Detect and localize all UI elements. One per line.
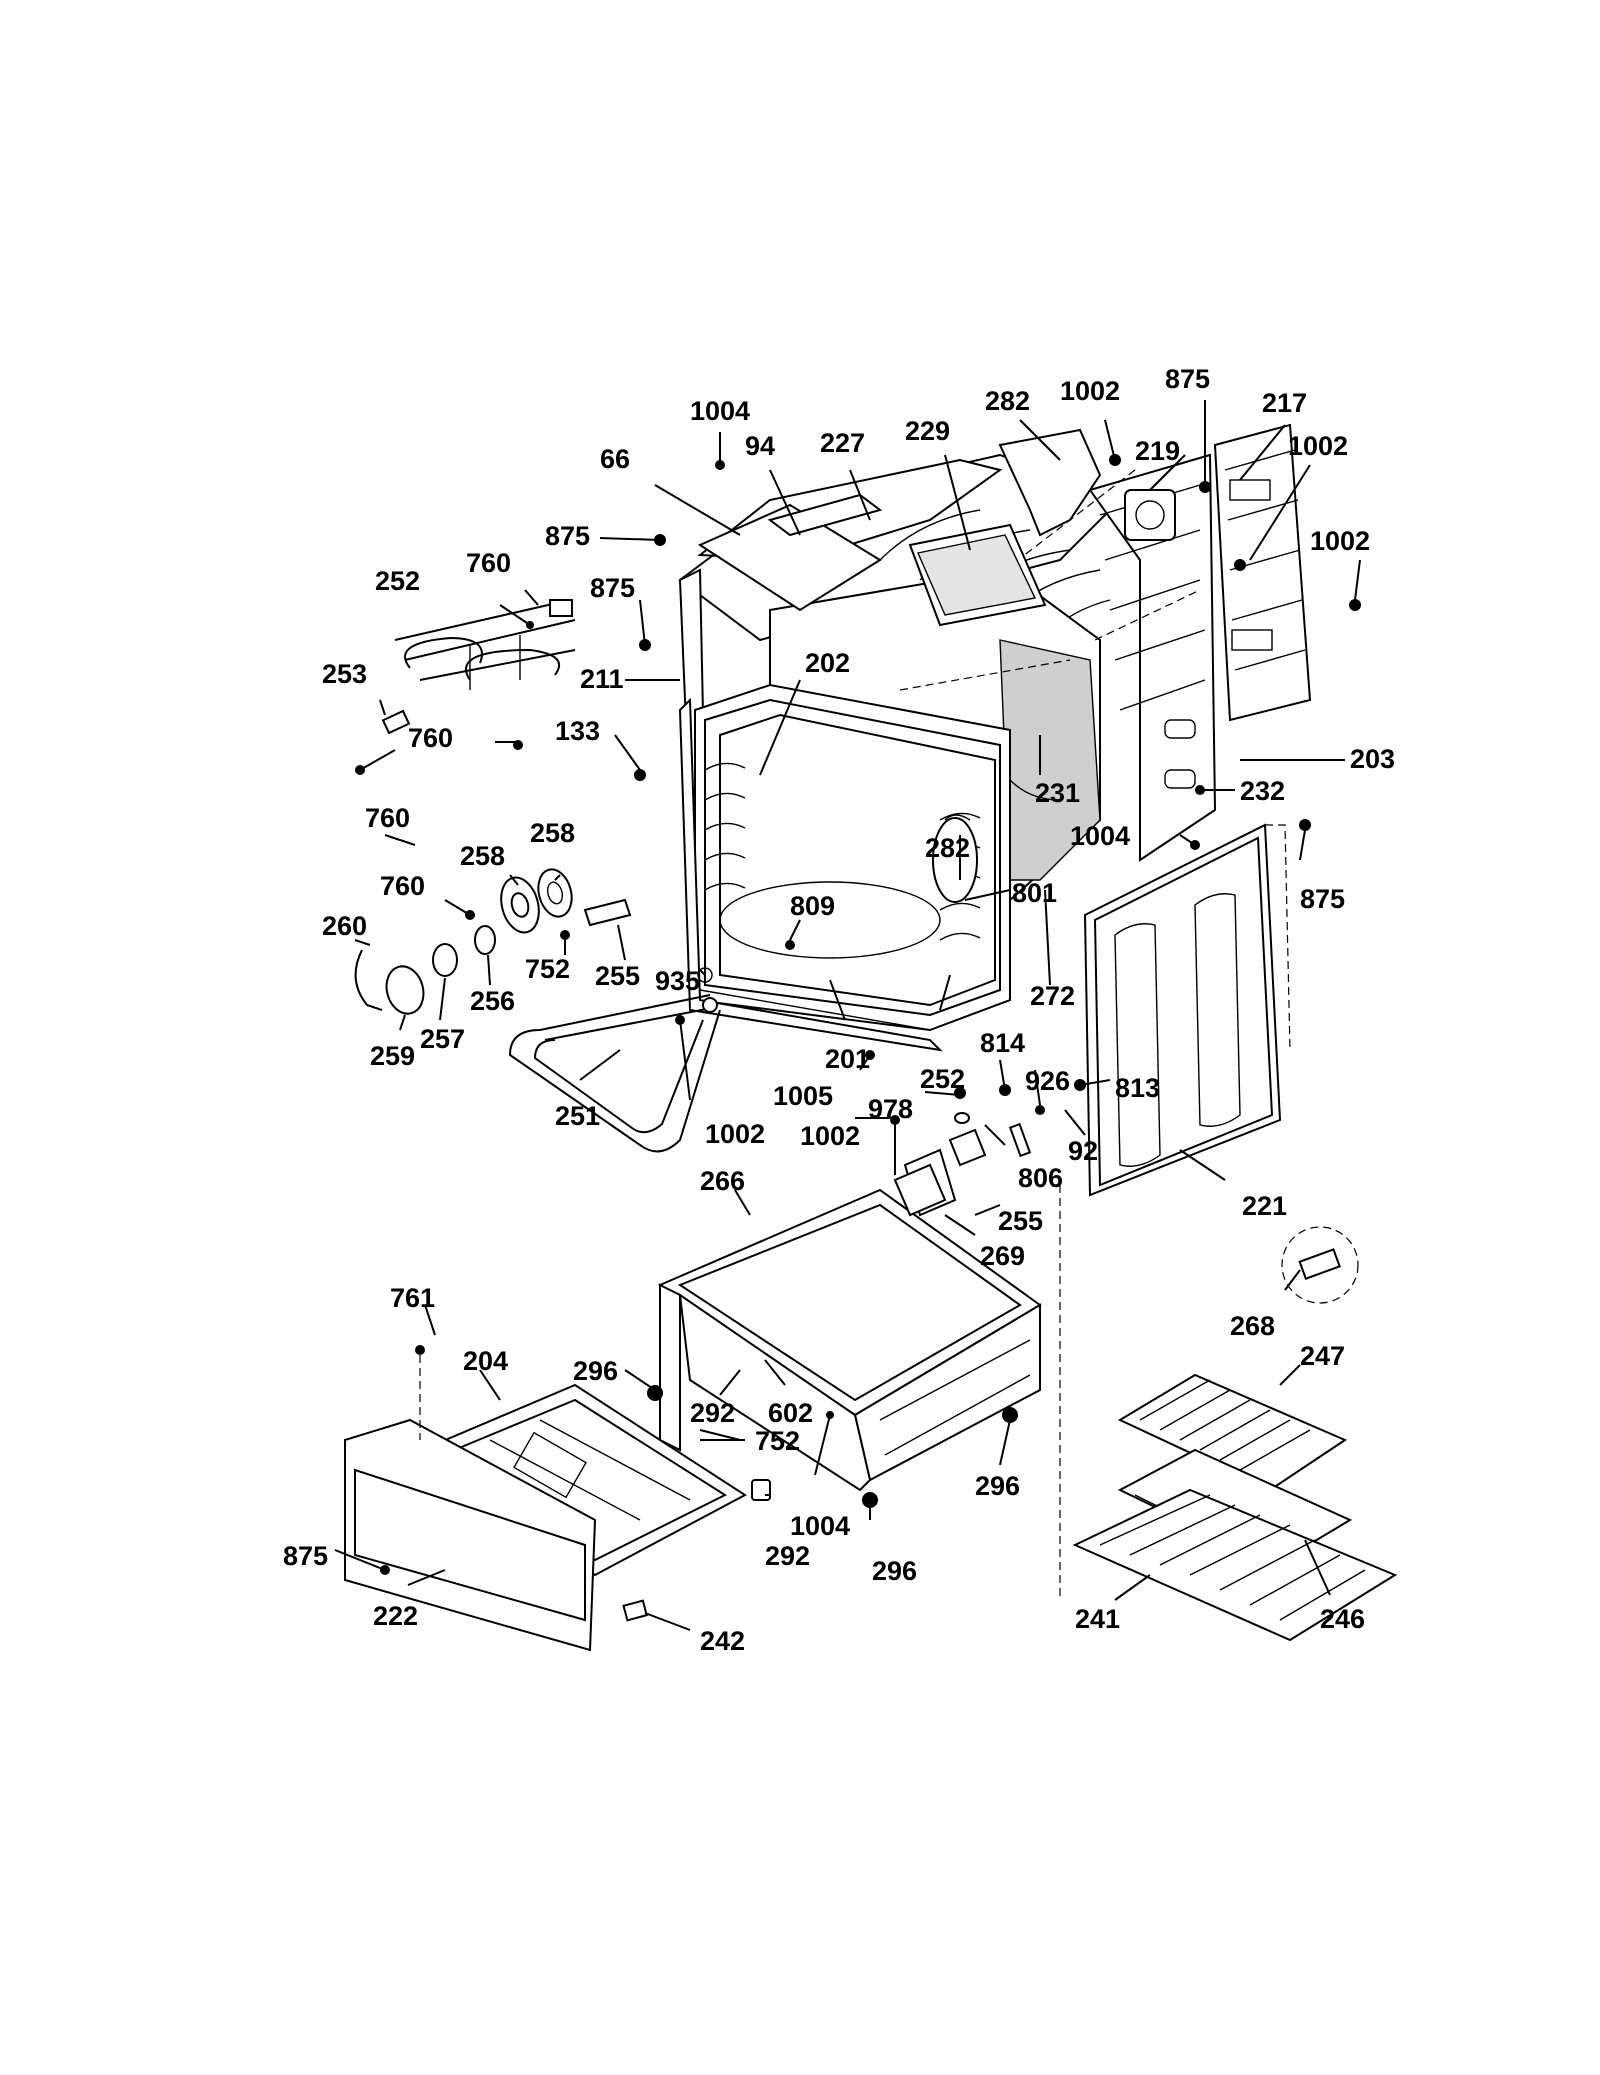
callout-875-a: 875 — [545, 521, 590, 551]
callout-292-b: 292 — [765, 1541, 810, 1571]
callout-292-a: 292 — [690, 1398, 735, 1428]
callout-272: 272 — [1030, 981, 1075, 1011]
callout-241: 241 — [1075, 1604, 1120, 1634]
callout-258-a: 258 — [460, 841, 505, 871]
callout-211: 211 — [580, 664, 624, 694]
callout-813: 813 — [1115, 1073, 1160, 1103]
control-parts-drawing — [354, 709, 713, 1015]
callout-806: 806 — [1018, 1163, 1063, 1193]
callout-809: 809 — [790, 891, 835, 921]
storage-drawer-drawing — [344, 1383, 771, 1652]
callout-222: 222 — [373, 1601, 418, 1631]
callout-814: 814 — [980, 1028, 1025, 1058]
base-frame-drawing — [657, 1163, 1042, 1492]
callout-875-bottom: 875 — [283, 1541, 328, 1571]
callout-761: 761 — [390, 1283, 435, 1313]
callout-133: 133 — [555, 716, 600, 746]
bake-element-drawing — [508, 994, 721, 1153]
callout-296-c: 296 — [872, 1556, 917, 1586]
callout-257: 257 — [420, 1024, 465, 1054]
callout-255-a: 255 — [595, 961, 640, 991]
callout-760-a: 760 — [466, 548, 511, 578]
callout-801: 801 — [1012, 878, 1057, 908]
broil-element-drawing — [394, 599, 576, 690]
callout-255-b: 255 — [998, 1206, 1043, 1236]
callout-232: 232 — [1240, 776, 1285, 806]
callout-1002-bake: 1002 — [705, 1119, 765, 1149]
callout-247: 247 — [1300, 1341, 1345, 1371]
callout-935: 935 — [655, 966, 700, 996]
callout-752-b: 752 — [755, 1426, 800, 1456]
callout-282-top: 282 — [985, 386, 1030, 416]
callout-1005: 1005 — [773, 1081, 833, 1111]
callout-92: 92 — [1068, 1136, 1098, 1166]
callout-94: 94 — [745, 431, 775, 461]
callout-875-top: 875 — [1165, 364, 1210, 394]
callout-1002-right-a: 1002 — [1288, 431, 1348, 461]
callout-1004-bottom: 1004 — [790, 1511, 850, 1541]
callout-875-b: 875 — [590, 573, 635, 603]
callout-260: 260 — [322, 911, 367, 941]
callout-1004-top: 1004 — [690, 396, 750, 426]
callout-1002-right-b: 1002 — [1310, 526, 1370, 556]
callout-231: 231 — [1035, 778, 1080, 808]
callout-602: 602 — [768, 1398, 813, 1428]
callout-253: 253 — [322, 659, 367, 689]
callout-1002-top: 1002 — [1060, 376, 1120, 406]
callout-752-a: 752 — [525, 954, 570, 984]
oven-door-drawing — [1059, 823, 1291, 1600]
callout-760-b: 760 — [408, 723, 453, 753]
callout-219: 219 — [1135, 436, 1180, 466]
callout-251: 251 — [555, 1101, 600, 1131]
callout-282-mid: 282 — [925, 833, 970, 863]
callout-252-top: 252 — [375, 566, 420, 596]
callout-1004-mid: 1004 — [1070, 821, 1130, 851]
broiler-pan-rack-drawing — [1072, 1226, 1398, 1642]
callout-760-d: 760 — [380, 871, 425, 901]
callout-labels: 66 94 227 229 1004 282 1002 875 217 219 … — [283, 364, 1395, 1656]
callout-202: 202 — [805, 648, 850, 678]
callout-296-b: 296 — [975, 1471, 1020, 1501]
callout-221: 221 — [1242, 1191, 1287, 1221]
callout-242: 242 — [700, 1626, 745, 1656]
callout-258-b: 258 — [530, 818, 575, 848]
callout-204: 204 — [463, 1346, 508, 1376]
callout-296-a: 296 — [573, 1356, 618, 1386]
callout-268: 268 — [1230, 1311, 1275, 1341]
callout-269: 269 — [980, 1241, 1025, 1271]
callout-266: 266 — [700, 1166, 745, 1196]
callout-201: 201 — [825, 1044, 870, 1074]
callout-259: 259 — [370, 1041, 415, 1071]
fasteners — [355, 454, 1361, 1575]
callout-926: 926 — [1025, 1066, 1070, 1096]
callout-256: 256 — [470, 986, 515, 1016]
callout-875-right: 875 — [1300, 884, 1345, 914]
callout-246: 246 — [1320, 1604, 1365, 1634]
callout-217: 217 — [1262, 388, 1307, 418]
callout-227: 227 — [820, 428, 865, 458]
callout-978: 978 — [868, 1094, 913, 1124]
callout-252-mid: 252 — [920, 1064, 965, 1094]
callout-66: 66 — [600, 444, 630, 474]
callout-203: 203 — [1350, 744, 1395, 774]
callout-1002-hinge: 1002 — [800, 1121, 860, 1151]
callout-760-c: 760 — [365, 803, 410, 833]
oven-body-drawing — [678, 423, 1312, 1052]
callout-229: 229 — [905, 416, 950, 446]
